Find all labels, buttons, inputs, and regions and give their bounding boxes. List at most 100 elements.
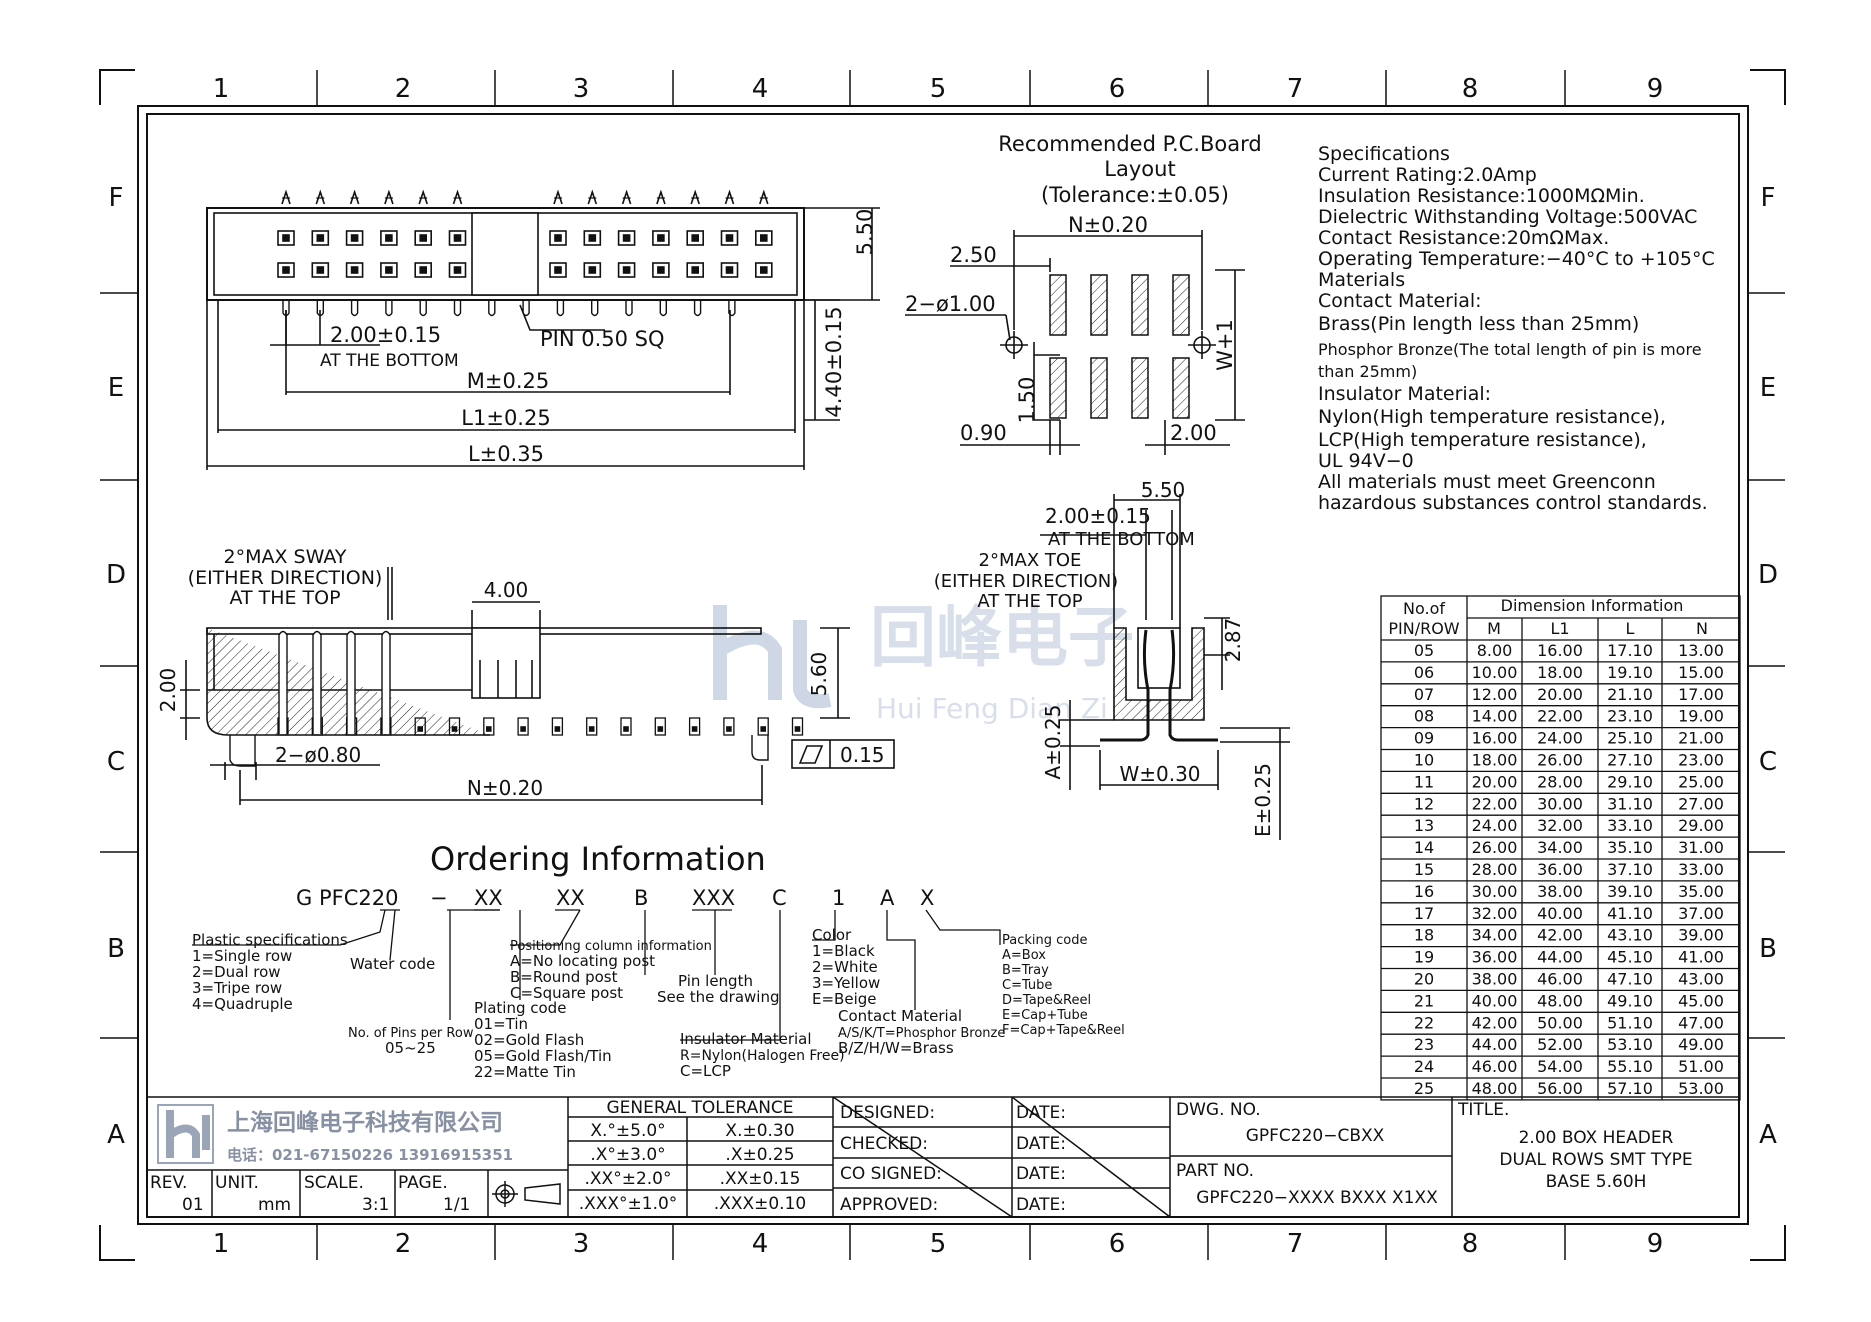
side-dim-550: 5.50 <box>1141 478 1186 502</box>
front-pin-foot <box>551 717 564 736</box>
pin-square <box>380 262 398 278</box>
insulator-line: R=Nylon(Halogen Free) <box>680 1048 845 1064</box>
pin-core <box>453 266 462 274</box>
table-cell: 22.00 <box>1472 794 1518 813</box>
col-label-top: 2 <box>395 74 412 104</box>
front-pin-foot <box>723 717 735 736</box>
table-cell: 12.00 <box>1472 685 1518 704</box>
table-cell: 28.00 <box>1537 772 1583 791</box>
table-cell: 26.00 <box>1472 838 1518 857</box>
pcb-pad-array <box>1049 274 1190 419</box>
table-cell: 47.00 <box>1678 1013 1724 1032</box>
table-cell: 32.00 <box>1537 816 1583 835</box>
plastic-spec-line: 4=Quadruple <box>192 995 293 1013</box>
table-cell: 23 <box>1414 1035 1434 1054</box>
table-cell: 41.00 <box>1678 948 1724 967</box>
row-label-left: C <box>107 747 125 777</box>
pin-tip-top <box>587 189 598 205</box>
table-cell: 53.00 <box>1678 1079 1724 1098</box>
positioning-line: B=Round post <box>510 968 618 986</box>
pin-square <box>652 230 670 246</box>
pcb-dim-n: N±0.20 <box>1068 213 1148 237</box>
table-cell: 41.10 <box>1607 904 1653 923</box>
side-dim-a: A±0.25 <box>1041 705 1065 780</box>
pcb-dim-hole: 2−ø1.00 <box>905 292 996 316</box>
code-part: 1 <box>832 886 845 910</box>
col-label-top: 3 <box>573 74 590 104</box>
pin-square <box>311 262 330 278</box>
pin-square <box>311 230 330 246</box>
table-cell: 19.00 <box>1678 707 1724 726</box>
spec-line: LCP(High temperature resistance), <box>1318 429 1647 451</box>
color-line: 3=Yellow <box>812 974 880 992</box>
pin-core <box>554 266 562 274</box>
pcb-pad <box>1090 274 1108 336</box>
watermark: 回峰电子 Hui Feng Dian Zi <box>713 599 1134 725</box>
plastic-spec-line: 1=Single row <box>192 947 292 965</box>
table-header-m: M <box>1487 619 1501 638</box>
pin-length-line: See the drawing <box>657 988 779 1006</box>
top-at-bottom: AT THE BOTTOM <box>320 351 459 371</box>
code-part: C <box>772 886 787 910</box>
table-border <box>1380 595 1741 1101</box>
col-label-bottom: 5 <box>930 1229 947 1259</box>
table-cell: 18 <box>1414 926 1434 945</box>
table-cell: 24.00 <box>1537 729 1583 748</box>
front-pin-visible <box>381 630 391 734</box>
pins-per-row-line: 05~25 <box>385 1039 436 1057</box>
table-cell: 23.10 <box>1607 707 1653 726</box>
front-dim-560: 5.60 <box>807 652 831 697</box>
col-label-top: 1 <box>213 74 230 104</box>
pin-tip-top <box>553 189 563 205</box>
table-cell: 43.10 <box>1607 926 1653 945</box>
table-cell: 51.00 <box>1678 1057 1724 1076</box>
table-cell: 08 <box>1414 707 1434 726</box>
table-cell: 20.00 <box>1472 772 1518 791</box>
pin-square <box>448 230 467 246</box>
table-cell: 15.00 <box>1678 663 1724 682</box>
front-pin-foot <box>586 717 598 736</box>
pin-tail <box>419 300 427 317</box>
pcb-pad <box>1049 357 1067 419</box>
spec-line: Insulation Resistance:1000MΩMin. <box>1318 185 1645 207</box>
table-cell: 13 <box>1414 816 1434 835</box>
pin-square <box>549 262 567 278</box>
table-cell: 25 <box>1414 1079 1434 1098</box>
table-cell: 34.00 <box>1537 838 1583 857</box>
plating-line: Plating code <box>474 999 566 1017</box>
table-cell: 45.00 <box>1678 991 1724 1010</box>
table-cell: 46.00 <box>1472 1057 1518 1076</box>
table-cell: 26.00 <box>1537 751 1583 770</box>
pin-square <box>583 230 602 246</box>
pin-tail <box>659 300 667 317</box>
pin-square <box>652 262 670 278</box>
front-pin-foot <box>757 717 769 736</box>
col-label-bottom: 4 <box>752 1229 769 1259</box>
code-part: G PFC220 <box>296 886 398 910</box>
code-part: X <box>920 886 934 910</box>
col-label-bottom: 9 <box>1647 1229 1664 1259</box>
table-cell: 40.00 <box>1472 991 1518 1010</box>
table-cell: 24.00 <box>1472 816 1518 835</box>
front-pin-foot <box>414 717 426 736</box>
col-label-bottom: 8 <box>1462 1229 1479 1259</box>
pin-tail <box>488 300 496 317</box>
table-cell: 35.10 <box>1607 838 1653 857</box>
pin-core <box>691 234 700 242</box>
front-pin-dot <box>554 726 561 732</box>
water-code: Water code <box>350 955 435 973</box>
zone-ticks <box>100 70 1785 1260</box>
front-flatness: 0.15 <box>840 743 885 767</box>
code-part: − <box>430 886 448 910</box>
pin-square <box>617 262 636 278</box>
watermark-cn: 回峰电子 <box>870 599 1134 676</box>
pin-square <box>583 262 602 278</box>
pin-tail <box>453 300 462 317</box>
part-no: GPFC220−XXXX BXXX X1XX <box>1196 1188 1438 1208</box>
pin-core <box>725 266 734 274</box>
front-pin-visible <box>346 630 356 734</box>
col-label-top: 4 <box>752 74 769 104</box>
company-logo <box>157 1104 214 1164</box>
table-cell: 39.00 <box>1678 926 1724 945</box>
code-part: B <box>634 886 648 910</box>
